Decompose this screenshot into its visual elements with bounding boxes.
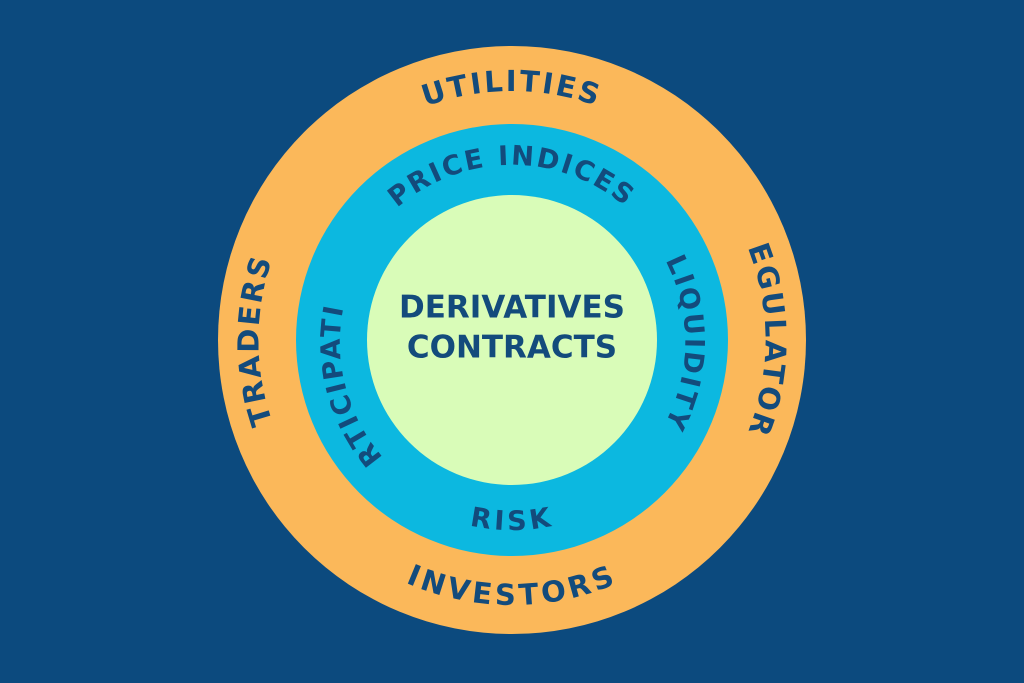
core-label-line2: CONTRACTS xyxy=(407,330,617,366)
core-label-line1: DERIVATIVES xyxy=(399,290,625,326)
middle-label-risk: RISK xyxy=(468,502,555,537)
core-circle xyxy=(367,195,657,485)
